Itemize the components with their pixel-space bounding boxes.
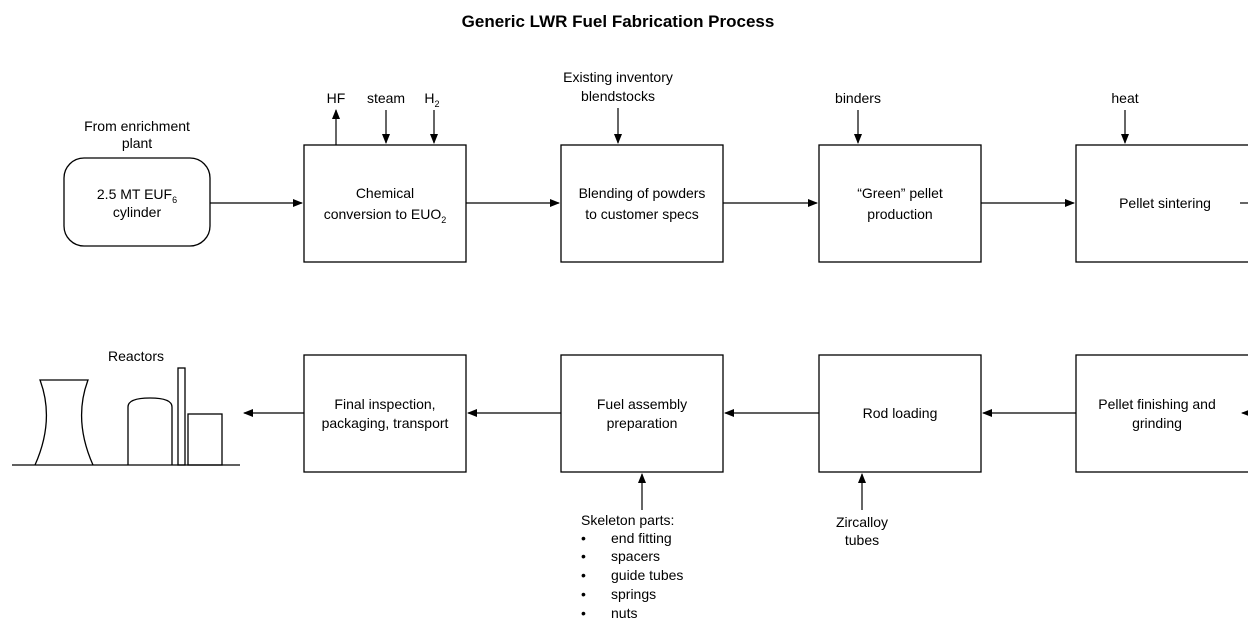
reactors-label: Reactors bbox=[108, 348, 164, 364]
inventory-label-line2: blendstocks bbox=[581, 88, 655, 104]
h2-label: H2 bbox=[424, 90, 439, 109]
blending-label-line1: Blending of powders bbox=[579, 185, 706, 201]
source-label-line2: plant bbox=[122, 135, 152, 151]
stack-icon bbox=[177, 367, 186, 466]
skeleton-item: spacers bbox=[611, 548, 660, 564]
green-pellet-box bbox=[818, 144, 982, 263]
turbine-building-icon bbox=[187, 413, 223, 466]
inspection-label-line1: Final inspection, bbox=[334, 396, 435, 412]
finishing-label-line1: Pellet finishing and bbox=[1098, 396, 1216, 412]
green-label-line1: “Green” pellet bbox=[857, 185, 943, 201]
inventory-label-line1: Existing inventory bbox=[563, 69, 673, 85]
heat-label: heat bbox=[1111, 90, 1138, 106]
skeleton-item: springs bbox=[611, 586, 656, 602]
chemical-conversion-box bbox=[303, 144, 467, 263]
skeleton-bullet: • bbox=[581, 605, 586, 621]
rod-loading-box bbox=[818, 354, 982, 473]
inspection-label-line2: packaging, transport bbox=[322, 415, 449, 431]
cylinder-label-line1: 2.5 MT EUF6 bbox=[97, 186, 177, 205]
finishing-label-line2: grinding bbox=[1132, 415, 1182, 431]
rod-loading-label: Rod loading bbox=[863, 405, 938, 421]
blending-box bbox=[560, 144, 724, 263]
assembly-label-line1: Fuel assembly bbox=[597, 396, 687, 412]
binders-label: binders bbox=[835, 90, 881, 106]
cooling-tower-icon bbox=[34, 379, 94, 466]
zircalloy-label-line2: tubes bbox=[845, 532, 879, 548]
skeleton-bullet: • bbox=[581, 530, 586, 546]
skeleton-item: end fitting bbox=[611, 530, 672, 546]
conversion-label-line2: conversion to EUO2 bbox=[324, 206, 447, 225]
skeleton-bullet: • bbox=[581, 586, 586, 602]
skeleton-item: guide tubes bbox=[611, 567, 683, 583]
hf-label: HF bbox=[327, 90, 346, 106]
skeleton-bullet: • bbox=[581, 567, 586, 583]
skeleton-parts-list: • end fitting • spacers • guide tubes • … bbox=[581, 530, 683, 621]
source-label-line1: From enrichment bbox=[84, 118, 190, 134]
pellet-sintering-box bbox=[1075, 144, 1248, 263]
zircalloy-label-line1: Zircalloy bbox=[836, 514, 888, 530]
skeleton-item: nuts bbox=[611, 605, 637, 621]
cylinder-label-line2: cylinder bbox=[113, 204, 162, 220]
sintering-label: Pellet sintering bbox=[1119, 195, 1211, 211]
fuel-assembly-box bbox=[560, 354, 724, 473]
skeleton-bullet: • bbox=[581, 548, 586, 564]
assembly-label-line2: preparation bbox=[607, 415, 678, 431]
blending-label-line2: to customer specs bbox=[585, 206, 699, 222]
conversion-label-line1: Chemical bbox=[356, 185, 414, 201]
diagram-title: Generic LWR Fuel Fabrication Process bbox=[462, 12, 775, 31]
pellet-finishing-box bbox=[1075, 354, 1248, 473]
steam-label: steam bbox=[367, 90, 405, 106]
containment-dome-icon bbox=[127, 397, 173, 465]
euf6-cylinder-box bbox=[63, 157, 211, 247]
green-label-line2: production bbox=[867, 206, 932, 222]
skeleton-title: Skeleton parts: bbox=[581, 512, 674, 528]
final-inspection-box bbox=[303, 354, 467, 473]
reactor-plant-icon bbox=[12, 367, 240, 466]
